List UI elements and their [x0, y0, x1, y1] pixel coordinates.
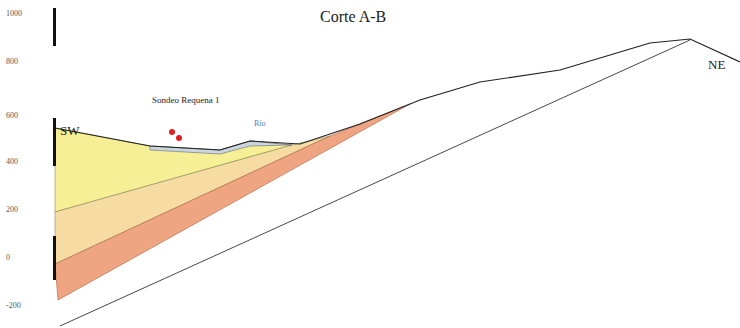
elevation-label: 200 [6, 206, 18, 215]
elevation-label: 0 [6, 254, 10, 263]
elevation-label: 1000 [6, 10, 22, 19]
fault-line [60, 40, 690, 326]
section-title: Corte A-B [320, 8, 386, 26]
borehole-marker [169, 129, 175, 135]
elevation-label: 800 [6, 58, 18, 67]
scale-bar [53, 8, 56, 46]
elevation-label: 600 [6, 112, 18, 121]
borehole-label: Sondeo Requena 1 [152, 96, 232, 106]
scale-bar [53, 118, 56, 166]
borehole-marker [176, 135, 182, 141]
river-label: Río [254, 120, 266, 129]
direction-label: SW [60, 124, 80, 138]
elevation-label: -200 [6, 302, 21, 311]
topography-line [55, 39, 740, 150]
scale-bar [53, 236, 56, 280]
direction-label: NE [708, 58, 725, 72]
elevation-label: 400 [6, 158, 18, 167]
basement-layer [55, 104, 410, 300]
